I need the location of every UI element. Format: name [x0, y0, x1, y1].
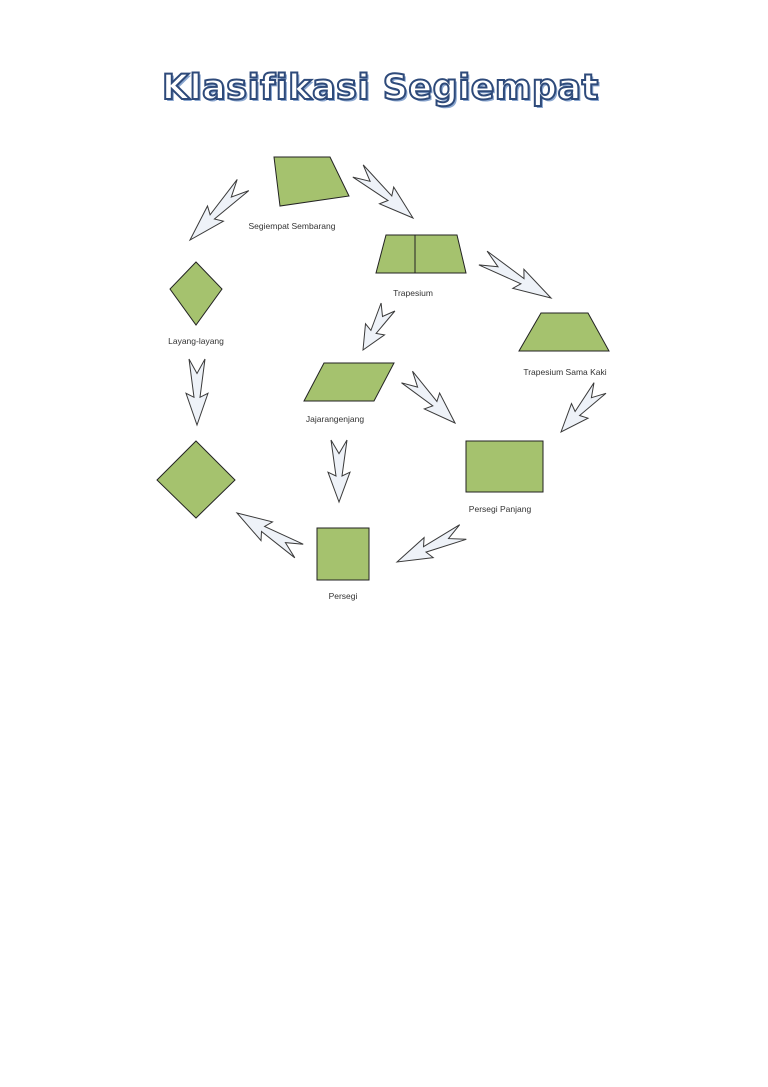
arrow-persegi-to-belah-ketupat: [235, 512, 304, 559]
belah-ketupat-shape: [156, 440, 236, 519]
arrow-jajaran-to-persegi: [327, 439, 351, 504]
trapesium-shape: [375, 234, 467, 274]
label-trapesium: Trapesium: [393, 288, 433, 298]
persegi-panjang-shape: [465, 440, 544, 493]
persegi-shape: [316, 527, 370, 581]
layang-layang-shape: [169, 261, 223, 326]
jajarangenjang-shape: [303, 362, 395, 402]
label-persegi: Persegi: [329, 591, 358, 601]
page-title: Klasifikasi Segiempat: [161, 67, 599, 109]
arrow-trapesium-to-sama-kaki: [478, 250, 553, 299]
label-jajarangenjang: Jajarangenjang: [306, 414, 364, 424]
label-layang-layang: Layang-layang: [168, 336, 224, 346]
arrow-persegi-panjang-to-persegi: [395, 524, 467, 563]
label-segiempat-sembarang: Segiempat Sembarang: [249, 221, 336, 231]
arrow-layang-to-belah-ketupat: [185, 358, 209, 427]
arrow-sama-kaki-to-persegi-panjang: [560, 382, 607, 434]
segiempat-sembarang-shape: [273, 156, 350, 207]
arrow-jajaran-to-persegi-panjang: [401, 370, 457, 425]
label-trapesium-sama-kaki: Trapesium Sama Kaki: [523, 367, 606, 377]
arrows-group: [185, 164, 607, 563]
arrow-sembarang-to-layang: [188, 179, 250, 242]
arrow-trapesium-to-jajarangenjang: [362, 302, 396, 352]
label-persegi-panjang: Persegi Panjang: [469, 504, 532, 514]
arrow-sembarang-to-trapesium: [352, 164, 415, 220]
trapesium-sama-kaki-shape: [518, 312, 610, 352]
